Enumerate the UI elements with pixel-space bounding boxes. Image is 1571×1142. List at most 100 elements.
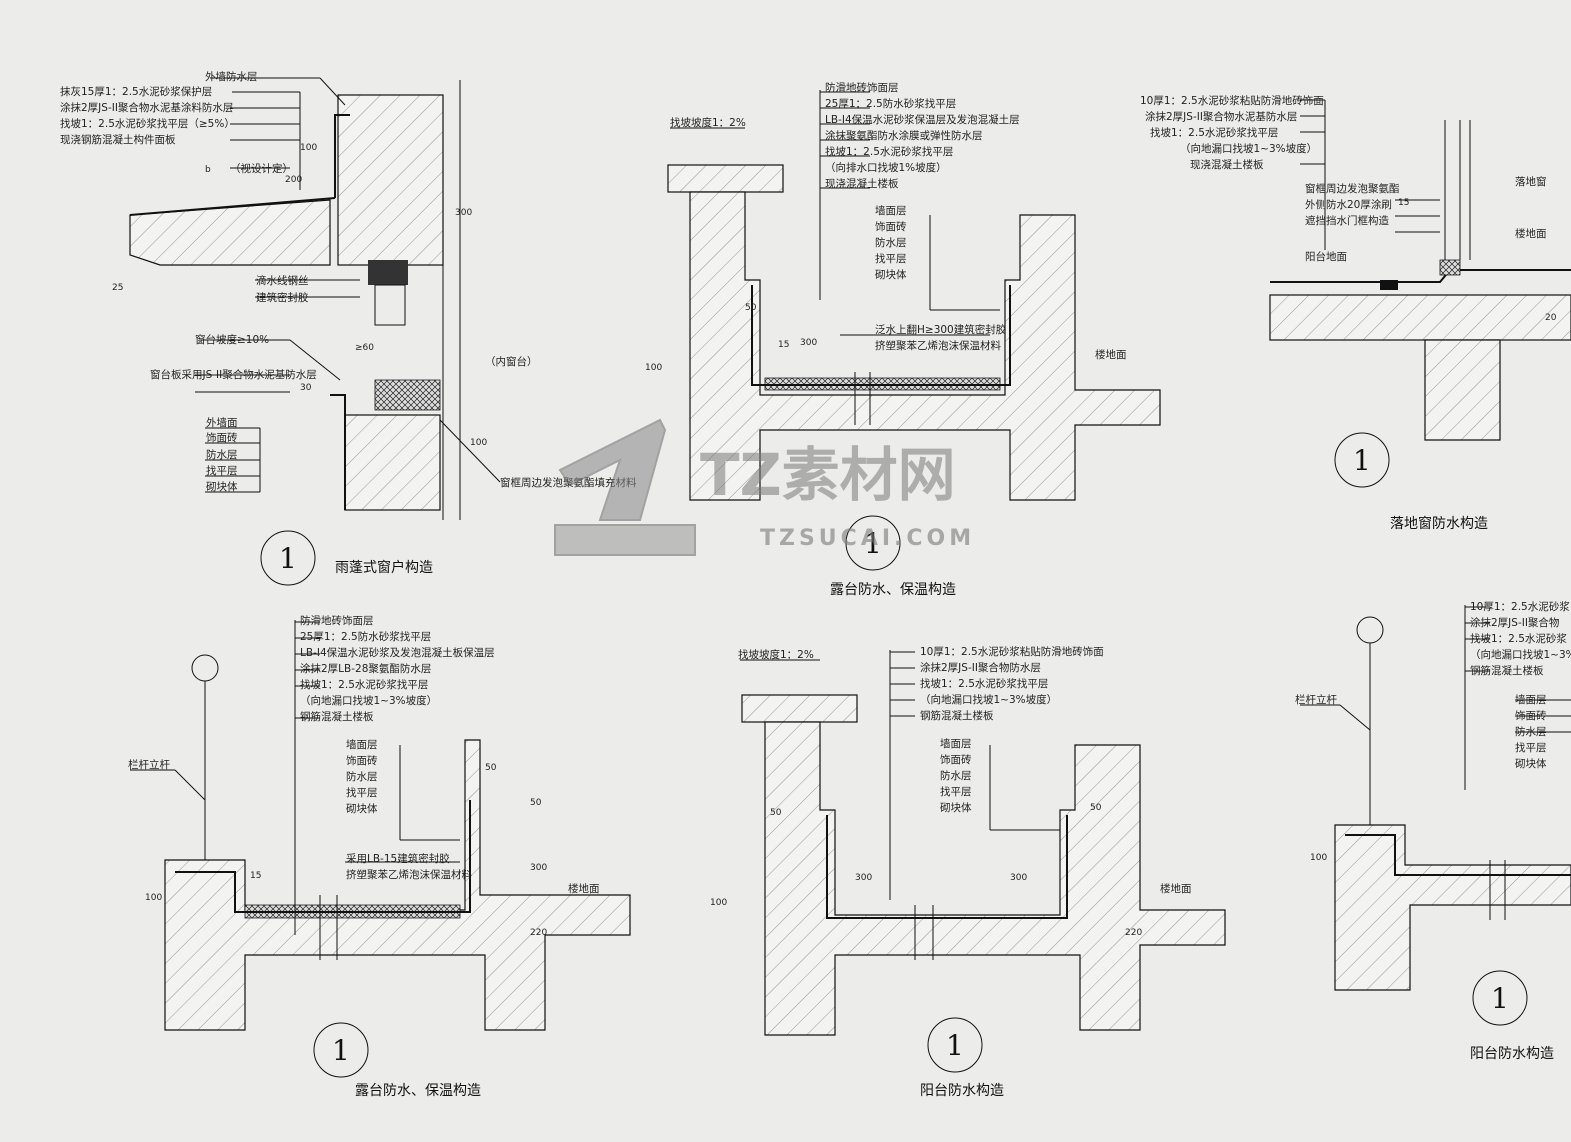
svg-text:墙面层: 墙面层 [1515, 693, 1547, 706]
svg-text:抹灰15厚1：2.5水泥砂浆保护层: 抹灰15厚1：2.5水泥砂浆保护层 [60, 85, 212, 98]
svg-text:100: 100 [1310, 853, 1327, 863]
svg-text:300: 300 [800, 338, 817, 348]
svg-text:现浇混凝土楼板: 现浇混凝土楼板 [1190, 158, 1264, 171]
svg-text:b: b [205, 165, 211, 175]
svg-text:窗台坡度≥10%: 窗台坡度≥10% [195, 333, 269, 346]
svg-text:外墙防水层: 外墙防水层 [205, 70, 258, 83]
detail-dims: 25 b ≥60 300 100 100 30 200 [112, 143, 487, 448]
detail-dims: 100 [1310, 853, 1327, 863]
svg-text:25: 25 [112, 283, 123, 293]
svg-text:涂抹2厚JS-II聚合物: 涂抹2厚JS-II聚合物 [1470, 616, 1559, 629]
detail-number: 1 [279, 542, 297, 575]
svg-text:涂抹2厚JS-II聚合物水泥基防水层: 涂抹2厚JS-II聚合物水泥基防水层 [1145, 110, 1297, 123]
svg-text:25厚1：2.5防水砂浆找平层: 25厚1：2.5防水砂浆找平层 [300, 630, 431, 643]
svg-text:找坡1：2.5水泥砂浆找平层（≥5%）: 找坡1：2.5水泥砂浆找平层（≥5%） [60, 117, 235, 130]
svg-text:钢筋混凝土楼板: 钢筋混凝土楼板 [920, 709, 994, 722]
svg-text:找坡1：2.5水泥砂浆找平层: 找坡1：2.5水泥砂浆找平层 [920, 677, 1048, 690]
svg-text:LB-I4保温水泥砂浆及发泡混凝土板保温层: LB-I4保温水泥砂浆及发泡混凝土板保温层 [300, 646, 495, 659]
detail-labels: 外墙防水层 抹灰15厚1：2.5水泥砂浆保护层 涂抹2厚JS-II聚合物水泥基涂… [60, 70, 637, 493]
detail-terrace-insulation: 1 露台防水、保温构造 防滑地砖饰面层 25厚1：2.5防水砂浆找平层 LB-I… [645, 81, 1161, 598]
svg-text:防水层: 防水层 [346, 770, 378, 783]
svg-text:100: 100 [300, 143, 317, 153]
svg-text:找平层: 找平层 [875, 252, 907, 265]
svg-text:楼地面: 楼地面 [568, 882, 600, 895]
svg-text:找坡1：2.5水泥砂浆找平层: 找坡1：2.5水泥砂浆找平层 [825, 145, 953, 158]
detail-dims: 15 20 [1398, 198, 1557, 323]
svg-text:防滑地砖饰面层: 防滑地砖饰面层 [300, 614, 374, 627]
detail-labels: 10厚1：2.5水泥砂浆粘贴防滑地砖饰面 涂抹2厚JS-II聚合物水泥基防水层 … [1140, 94, 1547, 263]
svg-text:饰面砖: 饰面砖 [1515, 709, 1547, 722]
svg-text:200: 200 [285, 175, 302, 185]
detail-number: 1 [946, 1029, 964, 1062]
svg-text:饰面砖: 饰面砖 [206, 431, 238, 444]
svg-text:楼地面: 楼地面 [1515, 227, 1547, 240]
svg-text:砌块体: 砌块体 [875, 269, 907, 281]
svg-text:遮挡挡水门框构造: 遮挡挡水门框构造 [1305, 214, 1389, 227]
detail-labels: 10厚1：2.5水泥砂浆粘贴防滑地砖饰面 涂抹2厚JS-II聚合物防水层 找坡1… [738, 645, 1192, 895]
svg-text:楼地面: 楼地面 [1095, 348, 1127, 361]
svg-text:砌块体: 砌块体 [206, 481, 238, 493]
svg-text:（向地漏口找坡1~3%坡度）: （向地漏口找坡1~3%坡度） [1180, 142, 1317, 155]
svg-text:50: 50 [745, 303, 757, 313]
svg-text:找平层: 找平层 [346, 786, 378, 799]
svg-text:防水层: 防水层 [1515, 725, 1547, 738]
svg-text:找坡1：2.5水泥砂浆: 找坡1：2.5水泥砂浆 [1470, 632, 1567, 645]
svg-text:窗台板采用JS-II聚合物水泥基防水层: 窗台板采用JS-II聚合物水泥基防水层 [150, 368, 317, 381]
detail-terrace-railing: 1 露台防水、保温构造 防滑地砖饰面层 25厚1：2.5防水砂浆找平层 LB-I… [128, 614, 631, 1099]
svg-text:防水层: 防水层 [875, 236, 907, 249]
svg-text:墙面层: 墙面层 [875, 204, 907, 217]
svg-text:（向地漏口找坡1~3%坡度）: （向地漏口找坡1~3%坡度） [300, 694, 437, 707]
svg-text:涂抹2厚LB-28聚氨酯防水层: 涂抹2厚LB-28聚氨酯防水层 [300, 662, 431, 675]
svg-text:300: 300 [1010, 873, 1027, 883]
svg-text:滴水线钢丝: 滴水线钢丝 [256, 274, 309, 287]
svg-text:饰面砖: 饰面砖 [346, 754, 378, 767]
svg-text:钢筋混凝土楼板: 钢筋混凝土楼板 [1470, 664, 1544, 677]
svg-text:15: 15 [250, 871, 261, 881]
watermark-logo-icon [554, 418, 696, 556]
svg-text:300: 300 [455, 208, 472, 218]
svg-text:阳台地面: 阳台地面 [1305, 250, 1347, 263]
detail-labels: 防滑地砖饰面层 25厚1：2.5防水砂浆找平层 LB-I4保温水泥砂浆及发泡混凝… [128, 614, 600, 895]
detail-balcony-railing: 1 阳台防水构造 10厚1：2.5水泥砂浆 涂抹2厚JS-II聚合物 找坡1：2… [1295, 600, 1571, 1062]
watermark-brand: TZ素材网 [700, 441, 956, 509]
svg-text:钢筋混凝土楼板: 钢筋混凝土楼板 [300, 710, 374, 723]
svg-text:10厚1：2.5水泥砂浆粘贴防滑地砖饰面: 10厚1：2.5水泥砂浆粘贴防滑地砖饰面 [1140, 94, 1324, 107]
detail-number: 1 [864, 527, 882, 560]
svg-text:100: 100 [145, 893, 162, 903]
svg-text:饰面砖: 饰面砖 [875, 220, 907, 233]
detail-canopy-window: 1 雨蓬式窗户构造 外墙防水层 抹灰15厚1：2.5水泥砂浆保护层 涂抹2厚JS… [60, 70, 637, 586]
svg-text:涂抹2厚JS-II聚合物水泥基涂料防水层: 涂抹2厚JS-II聚合物水泥基涂料防水层 [60, 101, 233, 114]
svg-text:10厚1：2.5水泥砂浆粘贴防滑地砖饰面: 10厚1：2.5水泥砂浆粘贴防滑地砖饰面 [920, 645, 1104, 658]
svg-text:建筑密封胶: 建筑密封胶 [256, 291, 309, 304]
detail-balcony-waterproof: 1 阳台防水构造 10厚1：2.5水泥砂浆粘贴防滑地砖饰面 涂抹2厚JS-II聚… [710, 645, 1226, 1099]
svg-text:100: 100 [470, 438, 487, 448]
svg-text:涂抹聚氨酯防水涂膜或弹性防水层: 涂抹聚氨酯防水涂膜或弹性防水层 [825, 129, 983, 142]
svg-text:找平层: 找平层 [206, 464, 238, 477]
svg-text:防滑地砖饰面层: 防滑地砖饰面层 [825, 81, 899, 94]
svg-text:栏杆立杆: 栏杆立杆 [1295, 693, 1337, 706]
svg-text:50: 50 [770, 808, 782, 818]
svg-text:落地窗: 落地窗 [1515, 175, 1547, 188]
svg-text:100: 100 [645, 363, 662, 373]
svg-text:50: 50 [1090, 803, 1102, 813]
watermark: TZ素材网 TZSUCAI.COM [554, 418, 971, 556]
svg-text:外侧防水20厚涂刷: 外侧防水20厚涂刷 [1305, 198, 1392, 211]
svg-text:（向地漏口找坡1~3%坡度）: （向地漏口找坡1~3%坡度） [920, 693, 1057, 706]
svg-text:防水层: 防水层 [206, 448, 238, 461]
svg-text:现浇混凝土楼板: 现浇混凝土楼板 [825, 177, 899, 190]
svg-text:30: 30 [300, 383, 312, 393]
svg-text:泛水上翻H≥300建筑密封胶: 泛水上翻H≥300建筑密封胶 [875, 323, 1007, 336]
detail-title: 露台防水、保温构造 [830, 582, 956, 598]
detail-number: 1 [1491, 982, 1509, 1015]
svg-text:防水层: 防水层 [940, 769, 972, 782]
svg-text:现浇钢筋混凝土构件面板: 现浇钢筋混凝土构件面板 [60, 133, 176, 146]
svg-text:100: 100 [710, 898, 727, 908]
svg-text:找坡1：2.5水泥砂浆找平层: 找坡1：2.5水泥砂浆找平层 [1150, 126, 1278, 139]
detail-labels: 防滑地砖饰面层 25厚1：2.5防水砂浆找平层 LB-I4保温水泥砂浆保温层及发… [670, 81, 1127, 361]
svg-text:涂抹2厚JS-II聚合物防水层: 涂抹2厚JS-II聚合物防水层 [920, 661, 1041, 674]
svg-text:50: 50 [485, 763, 497, 773]
svg-text:外墙面: 外墙面 [206, 416, 238, 429]
svg-text:LB-I4保温水泥砂浆保温层及发泡混凝土层: LB-I4保温水泥砂浆保温层及发泡混凝土层 [825, 113, 1020, 126]
svg-text:窗框周边发泡聚氨酯: 窗框周边发泡聚氨酯 [1305, 182, 1400, 195]
svg-text:砌块体: 砌块体 [940, 802, 972, 814]
